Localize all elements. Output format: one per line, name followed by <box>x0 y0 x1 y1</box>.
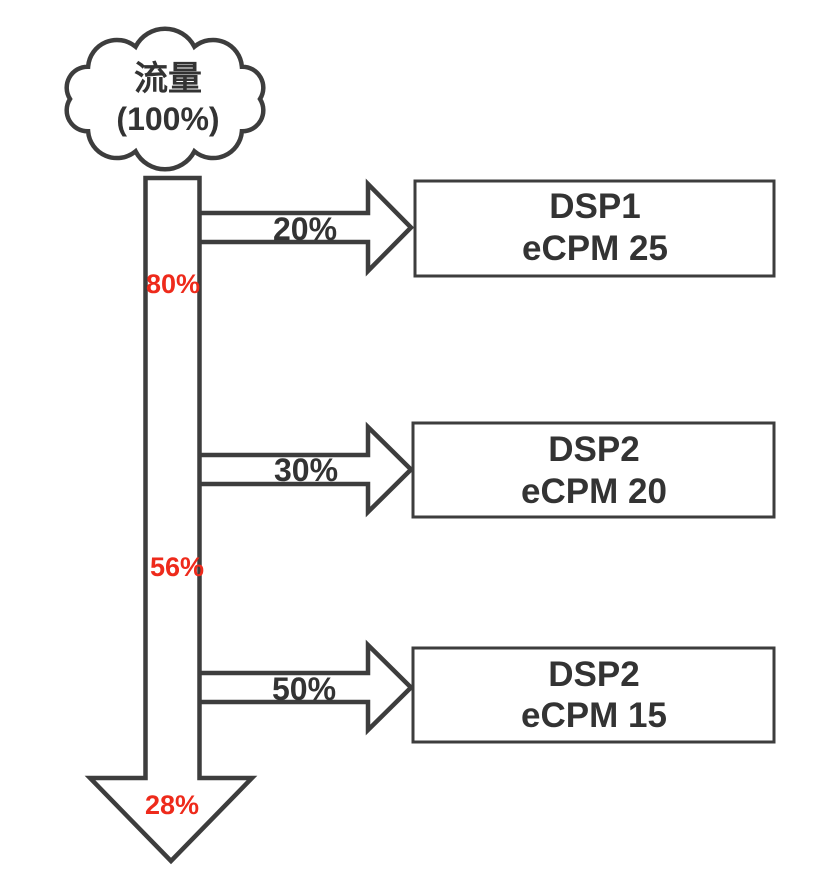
dsp-box-3-ecpm: eCPM 15 <box>521 696 667 735</box>
branch-2-share-label: 30% <box>274 452 338 488</box>
cloud-label-share: (100%) <box>116 101 219 137</box>
dsp-box-1-name: DSP1 <box>549 187 640 226</box>
main-flow-arrow <box>84 175 258 865</box>
dsp-box-3-name: DSP2 <box>548 655 639 694</box>
dsp-box-2-name: DSP2 <box>548 430 639 469</box>
branch-1-share-label: 20% <box>273 211 337 247</box>
branch-3-share-label: 50% <box>272 671 336 707</box>
branch-arrow-3 <box>196 639 415 736</box>
dsp-box-3 <box>411 646 776 744</box>
dsp-box-2 <box>411 421 776 519</box>
dsp-box-1 <box>413 179 776 278</box>
remaining-label-56: 56% <box>150 552 204 582</box>
remaining-label-28: 28% <box>145 790 199 820</box>
remaining-label-80: 80% <box>146 269 200 299</box>
cloud-label-name: 流量 <box>134 60 202 98</box>
dsp-box-2-ecpm: eCPM 20 <box>521 472 667 511</box>
dsp-box-1-ecpm: eCPM 25 <box>522 229 668 268</box>
branch-arrow-2 <box>196 421 415 518</box>
branch-arrow-1 <box>196 178 415 277</box>
traffic-cloud <box>64 26 266 172</box>
